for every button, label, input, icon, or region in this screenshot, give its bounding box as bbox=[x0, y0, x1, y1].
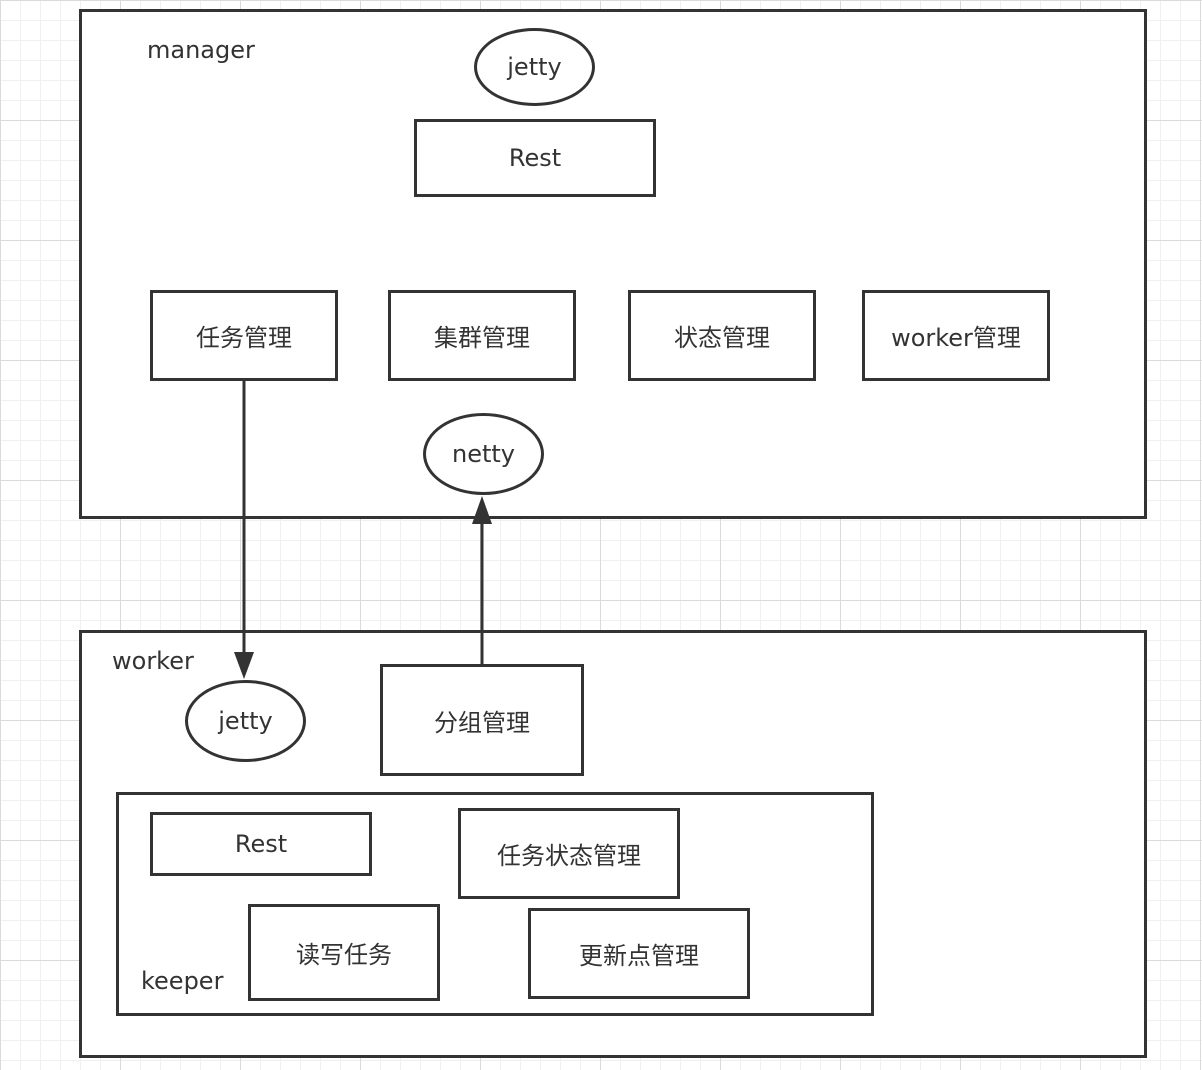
status-management-node: 状态管理 bbox=[628, 290, 816, 381]
task-management-node: 任务管理 bbox=[150, 290, 338, 381]
worker-jetty-node: jetty bbox=[185, 680, 306, 762]
read-write-task-node: 读写任务 bbox=[248, 904, 440, 1001]
worker-label: worker bbox=[112, 647, 194, 675]
cluster-management-node: 集群管理 bbox=[388, 290, 576, 381]
netty-node: netty bbox=[423, 413, 544, 495]
group-management-node: 分组管理 bbox=[380, 664, 584, 776]
manager-jetty-node: jetty bbox=[474, 28, 595, 106]
update-point-management-node: 更新点管理 bbox=[528, 908, 750, 999]
manager-label: manager bbox=[147, 36, 255, 64]
keeper-rest-node: Rest bbox=[150, 812, 372, 876]
manager-container bbox=[79, 9, 1147, 519]
keeper-label: keeper bbox=[141, 967, 224, 995]
manager-rest-node: Rest bbox=[414, 119, 656, 197]
task-status-management-node: 任务状态管理 bbox=[458, 808, 680, 899]
worker-management-node: worker管理 bbox=[862, 290, 1050, 381]
